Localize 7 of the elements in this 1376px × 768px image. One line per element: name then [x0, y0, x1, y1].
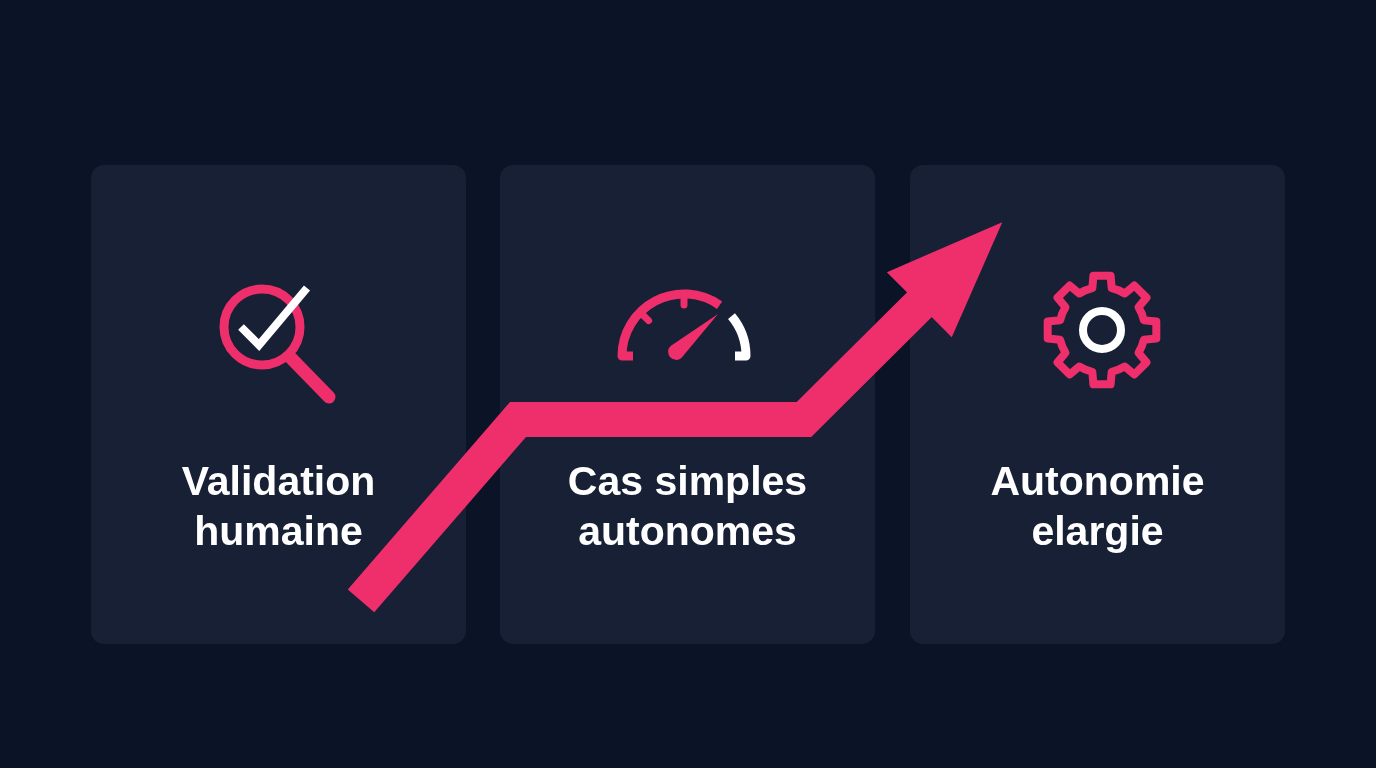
stage-card: [910, 165, 1285, 644]
trend-arrow: [660, 222, 1003, 437]
stage-title: Autonomie elargie: [989, 457, 1206, 556]
stage-card: [91, 165, 466, 644]
stage-title: Cas simples autonomes: [566, 457, 809, 556]
stage-title: Validation humaine: [180, 457, 377, 556]
stage-card: [500, 165, 875, 644]
